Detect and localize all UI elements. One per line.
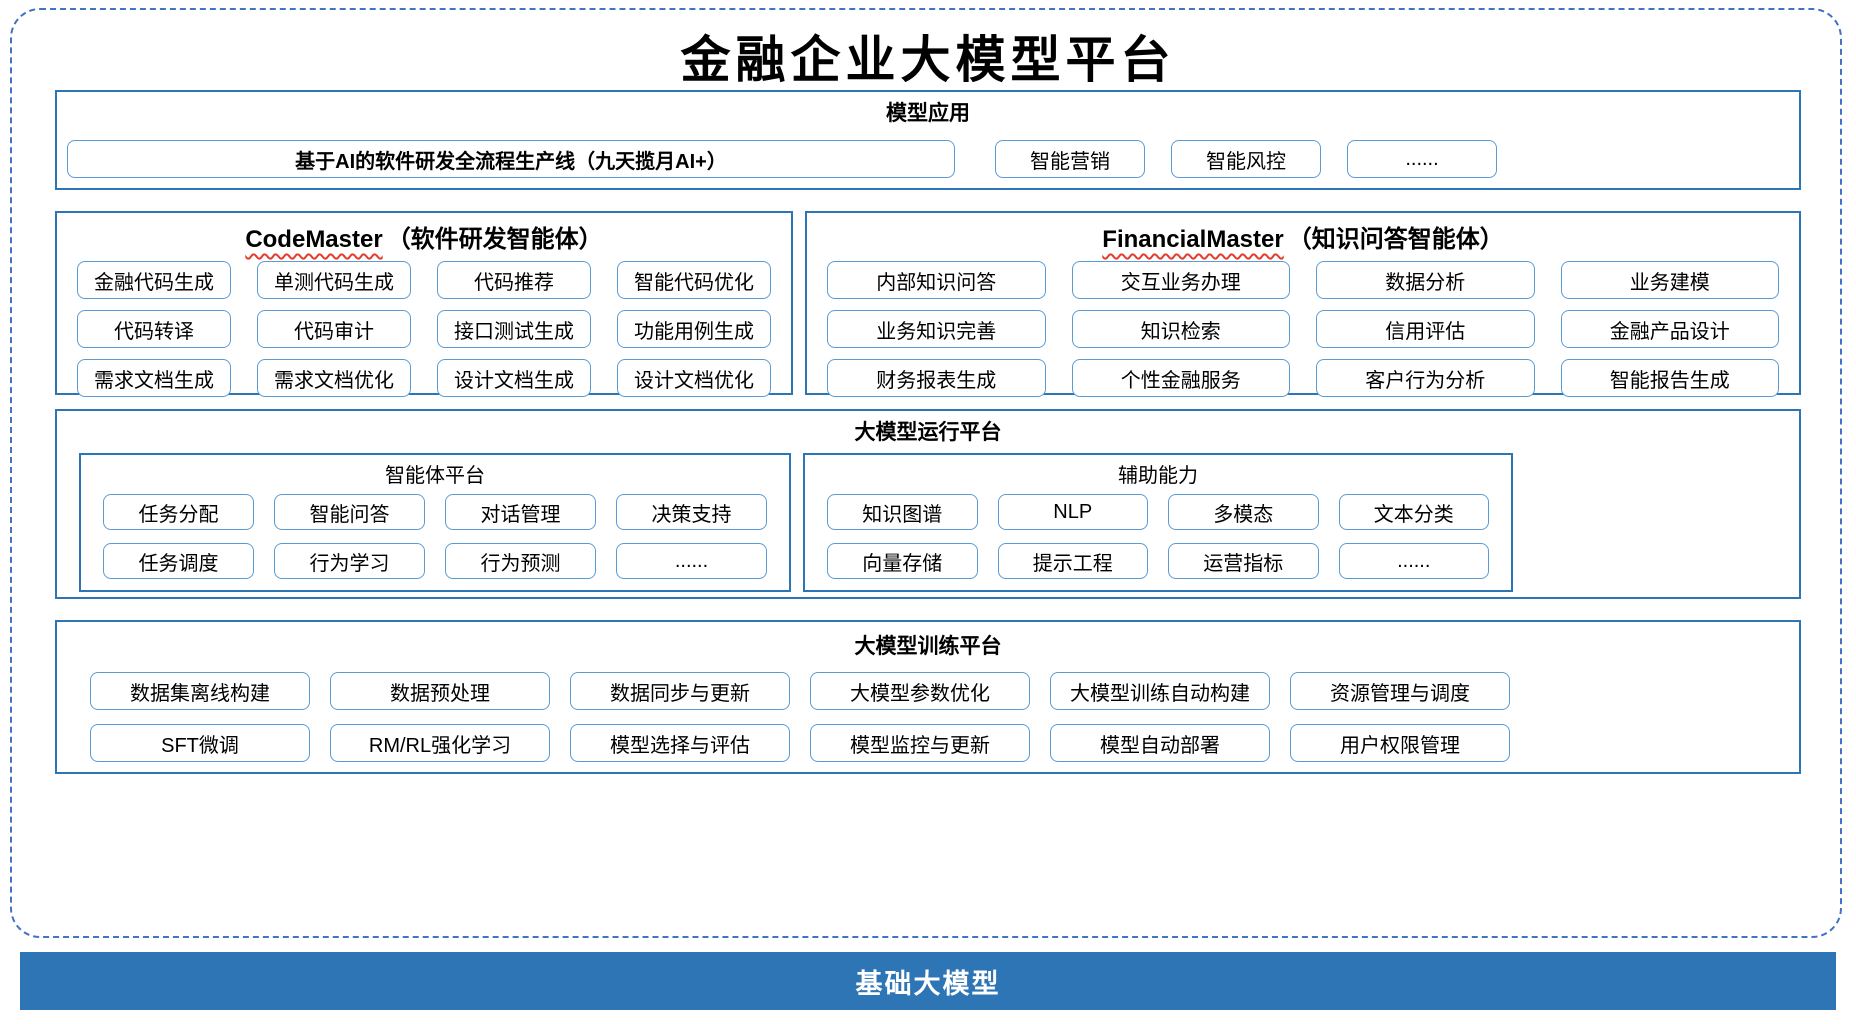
capability-item: NLP — [997, 494, 1148, 530]
financialmaster-header: FinancialMaster（知识问答智能体） — [807, 219, 1799, 254]
section-codemaster: CodeMaster（软件研发智能体） 金融代码生成单测代码生成代码推荐智能代码… — [55, 211, 793, 397]
codemaster-suffix: （软件研发智能体） — [386, 226, 603, 253]
capability-item: 业务知识完善 — [827, 310, 1046, 348]
aux-capability-box: 辅助能力 知识图谱 NLP 多模态文本分类向量存储提示工程运营指标...... — [803, 453, 1513, 592]
capability-item: 大模型参数优化 — [810, 672, 1030, 710]
capability-item: 运营指标 — [1168, 543, 1319, 579]
capability-item: 模型选择与评估 — [570, 724, 790, 762]
capability-item: 用户权限管理 — [1290, 724, 1510, 762]
capability-item: 智能问答 — [274, 494, 425, 530]
capability-item: 需求文档生成 — [77, 359, 231, 397]
capability-item: 模型自动部署 — [1050, 724, 1270, 762]
section-training-platform-title: 大模型训练平台 — [854, 635, 1002, 658]
capability-item: 对话管理 — [445, 494, 596, 530]
capability-item: 多模态 — [1168, 494, 1319, 530]
capability-item: SFT微调 — [90, 724, 310, 762]
capability-item: 代码转译 — [77, 310, 231, 348]
codemaster-name: CodeMaster — [245, 226, 383, 253]
capability-item: 数据同步与更新 — [570, 672, 790, 710]
capability-item: 内部知识问答 — [827, 261, 1046, 299]
foundation-model-bar: 基础大模型 — [20, 952, 1836, 1010]
capability-item: 个性金融服务 — [1071, 359, 1290, 397]
codemaster-header: CodeMaster（软件研发智能体） — [57, 219, 791, 254]
section-financialmaster: FinancialMaster（知识问答智能体） 内部知识问答交互业务办理数据分… — [805, 211, 1801, 397]
capability-item: 业务建模 — [1560, 261, 1779, 299]
capability-item: 交互业务办理 — [1071, 261, 1290, 299]
capability-item: 行为预测 — [445, 543, 596, 579]
application-item: ...... — [1347, 140, 1497, 178]
capability-item: 设计文档生成 — [437, 359, 591, 397]
capability-item: 金融产品设计 — [1560, 310, 1779, 348]
capability-item: RM/RL强化学习 — [330, 724, 550, 762]
capability-item: 财务报表生成 — [827, 359, 1046, 397]
capability-item: 知识图谱 — [827, 494, 978, 530]
capability-item: 信用评估 — [1316, 310, 1535, 348]
model-application-items: 智能营销智能风控...... — [995, 140, 1497, 178]
capability-item: 向量存储 — [827, 543, 978, 579]
capability-item: 代码审计 — [257, 310, 411, 348]
agent-platform-box: 智能体平台 任务分配智能问答对话管理决策支持任务调度行为学习行为预测...... — [79, 453, 791, 592]
capability-item: 行为学习 — [274, 543, 425, 579]
capability-item: 大模型训练自动构建 — [1050, 672, 1270, 710]
training-platform-items: 数据集离线构建数据预处理数据同步与更新大模型参数优化大模型训练自动构建资源管理与… — [57, 672, 1799, 762]
capability-item: 模型监控与更新 — [810, 724, 1030, 762]
agent-platform-title: 智能体平台 — [385, 465, 485, 487]
section-runtime-platform-title: 大模型运行平台 — [854, 421, 1002, 444]
capability-item: 设计文档优化 — [617, 359, 771, 397]
pipeline-item: 基于AI的软件研发全流程生产线（九天揽月AI+） — [67, 140, 955, 178]
platform-dashed-frame — [10, 8, 1842, 938]
agent-platform-items: 任务分配智能问答对话管理决策支持任务调度行为学习行为预测...... — [81, 494, 789, 579]
capability-item: 决策支持 — [616, 494, 767, 530]
capability-item: ...... — [1338, 543, 1489, 579]
financialmaster-items: 内部知识问答交互业务办理数据分析业务建模业务知识完善知识检索信用评估金融产品设计… — [807, 261, 1799, 397]
capability-item: 智能代码优化 — [617, 261, 771, 299]
financialmaster-name: FinancialMaster — [1102, 226, 1284, 253]
application-item: 智能营销 — [995, 140, 1145, 178]
capability-item: 智能报告生成 — [1560, 359, 1779, 397]
capability-item: 任务调度 — [103, 543, 254, 579]
capability-item: 接口测试生成 — [437, 310, 591, 348]
capability-item: 客户行为分析 — [1316, 359, 1535, 397]
codemaster-items: 金融代码生成单测代码生成代码推荐智能代码优化代码转译代码审计接口测试生成功能用例… — [57, 261, 791, 397]
capability-item: 资源管理与调度 — [1290, 672, 1510, 710]
capability-item: 单测代码生成 — [257, 261, 411, 299]
section-model-applications-title: 模型应用 — [886, 102, 970, 125]
capability-item: 代码推荐 — [437, 261, 591, 299]
capability-item: 数据集离线构建 — [90, 672, 310, 710]
financialmaster-suffix: （知识问答智能体） — [1287, 226, 1504, 253]
capability-item: 文本分类 — [1338, 494, 1489, 530]
section-training-platform: 大模型训练平台 数据集离线构建数据预处理数据同步与更新大模型参数优化大模型训练自… — [55, 620, 1801, 774]
capability-item: 功能用例生成 — [617, 310, 771, 348]
capability-item: 提示工程 — [997, 543, 1148, 579]
page-title: 金融企业大模型平台 — [680, 30, 1176, 89]
application-item: 智能风控 — [1171, 140, 1321, 178]
capability-item: ...... — [616, 543, 767, 579]
capability-item: 知识检索 — [1071, 310, 1290, 348]
capability-item: 金融代码生成 — [77, 261, 231, 299]
capability-item: 任务分配 — [103, 494, 254, 530]
aux-capability-items: 知识图谱 NLP 多模态文本分类向量存储提示工程运营指标...... — [805, 494, 1511, 579]
foundation-model-label: 基础大模型 — [855, 968, 1001, 999]
section-model-applications: 模型应用 基于AI的软件研发全流程生产线（九天揽月AI+） 智能营销智能风控..… — [55, 90, 1801, 190]
capability-item: 数据预处理 — [330, 672, 550, 710]
capability-item: 数据分析 — [1316, 261, 1535, 299]
aux-capability-title: 辅助能力 — [1118, 465, 1198, 487]
model-applications-row: 基于AI的软件研发全流程生产线（九天揽月AI+） 智能营销智能风控...... — [57, 140, 1799, 178]
capability-item: 需求文档优化 — [257, 359, 411, 397]
